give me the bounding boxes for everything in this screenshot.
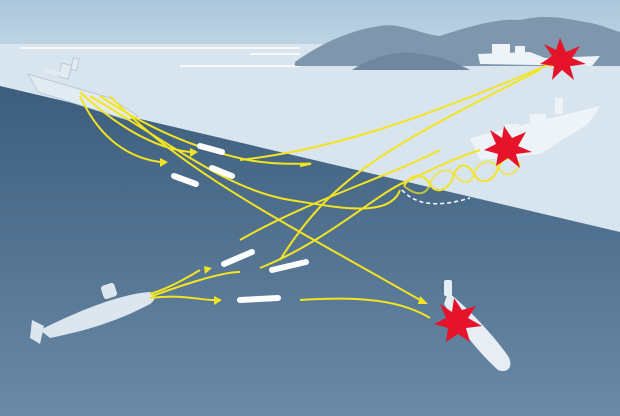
weapon-dashes (171, 143, 309, 303)
explosion-target-submarine (434, 298, 482, 342)
trajectory-sub-3 (151, 271, 241, 297)
dash-4 (269, 259, 309, 273)
near-island (352, 52, 470, 70)
trajectory-sub-1 (149, 269, 201, 295)
trajectory-sub-5 (239, 149, 441, 241)
submarine-icon (30, 282, 155, 344)
weapon-trajectories (79, 63, 551, 319)
dash-5 (237, 295, 281, 303)
spiral-boundary (401, 189, 471, 205)
trajectory-sub-7 (279, 69, 541, 261)
trajectory-carrier-5 (109, 95, 421, 301)
explosion-distant-ship (540, 38, 586, 80)
dash-1 (197, 143, 225, 155)
trajectory-carrier-2 (79, 95, 161, 163)
trajectory-sub-2 (149, 295, 215, 301)
dash-3 (221, 249, 255, 267)
explosion-icon (434, 38, 586, 342)
water-ripples (20, 47, 300, 67)
spiral-trajectory (403, 157, 521, 195)
trajectory-sub-4 (259, 149, 481, 269)
trajectory-carrier-6 (239, 63, 551, 161)
dash-2 (171, 173, 199, 187)
trajectory-sub-6 (299, 297, 431, 319)
explosion-warship (484, 126, 532, 168)
dash-6 (209, 165, 235, 179)
distant-mountains (295, 16, 620, 67)
